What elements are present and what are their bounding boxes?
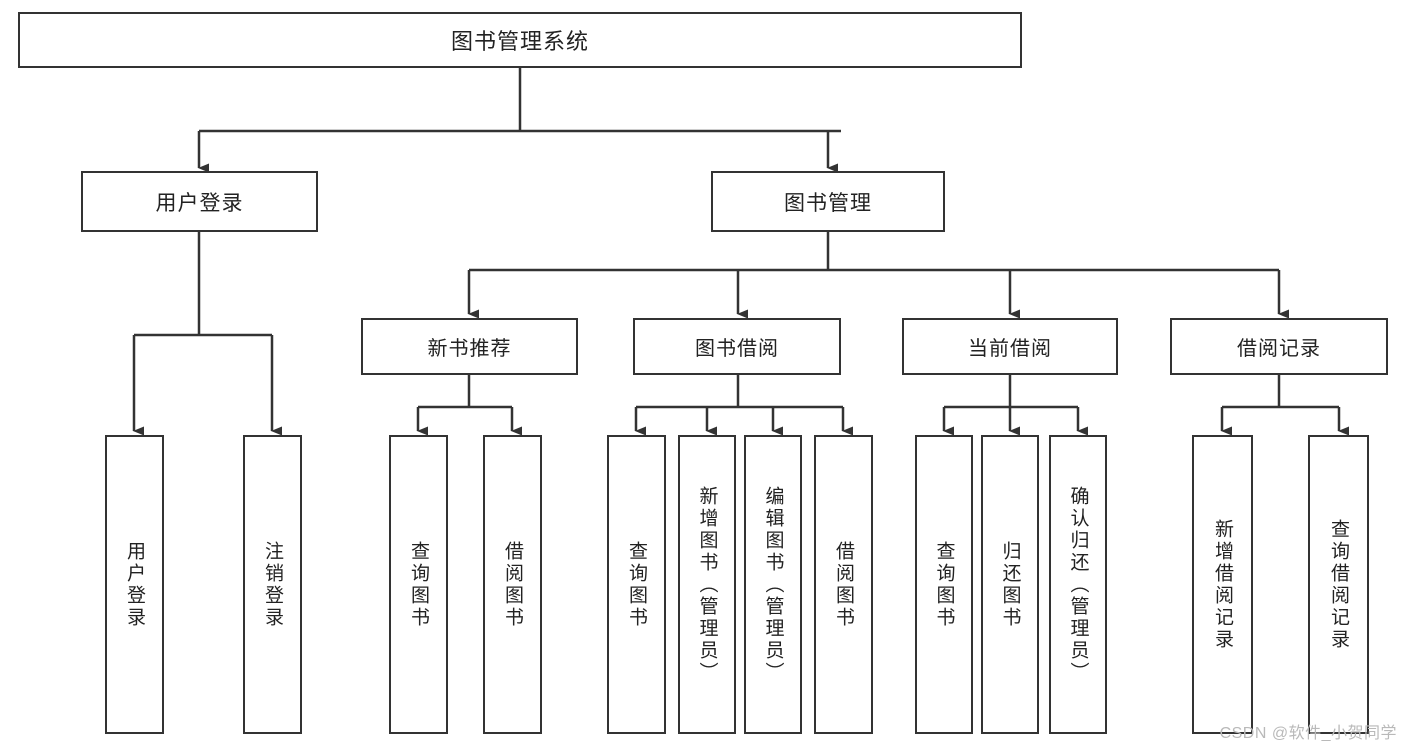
node-current-borrow[interactable]: 当前借阅 xyxy=(902,318,1118,375)
node-leaf-query-book-1[interactable]: 查询图书 xyxy=(389,435,448,734)
node-borrow-record[interactable]: 借阅记录 xyxy=(1170,318,1388,375)
node-borrow-record-label: 借阅记录 xyxy=(1237,338,1321,360)
watermark-text: CSDN @软件_小贺同学 xyxy=(1219,725,1397,742)
node-book-manage-label: 图书管理 xyxy=(784,191,872,215)
node-leaf-add-record-label: 新增借阅记录 xyxy=(1212,518,1233,651)
node-leaf-user-login-label: 用户登录 xyxy=(124,540,145,629)
node-leaf-confirm-return[interactable]: 确认归还（管理员） xyxy=(1049,435,1107,734)
node-leaf-query-record-label: 查询借阅记录 xyxy=(1328,518,1349,651)
node-new-book-recommend[interactable]: 新书推荐 xyxy=(361,318,578,375)
node-leaf-borrow-book-2-label: 借阅图书 xyxy=(833,540,854,629)
node-root-label: 图书管理系统 xyxy=(450,29,589,54)
node-leaf-borrow-book-1[interactable]: 借阅图书 xyxy=(483,435,542,734)
node-book-borrow-label: 图书借阅 xyxy=(695,338,779,360)
node-leaf-query-book-1-label: 查询图书 xyxy=(408,540,429,629)
node-leaf-add-book[interactable]: 新增图书（管理员） xyxy=(678,435,736,734)
node-user-login[interactable]: 用户登录 xyxy=(81,171,318,232)
node-leaf-query-record[interactable]: 查询借阅记录 xyxy=(1308,435,1369,734)
node-leaf-query-book-2[interactable]: 查询图书 xyxy=(607,435,666,734)
node-leaf-edit-book-label: 编辑图书（管理员） xyxy=(762,485,784,684)
node-leaf-add-book-label: 新增图书（管理员） xyxy=(696,485,718,684)
node-leaf-user-logout-label: 注销登录 xyxy=(262,540,283,629)
node-leaf-borrow-book-2[interactable]: 借阅图书 xyxy=(814,435,873,734)
node-new-book-recommend-label: 新书推荐 xyxy=(427,338,512,360)
node-leaf-add-record[interactable]: 新增借阅记录 xyxy=(1192,435,1253,734)
node-root[interactable]: 图书管理系统 xyxy=(18,12,1022,68)
node-leaf-user-logout[interactable]: 注销登录 xyxy=(243,435,302,734)
node-current-borrow-label: 当前借阅 xyxy=(968,338,1052,360)
node-leaf-borrow-book-1-label: 借阅图书 xyxy=(502,540,523,629)
node-leaf-edit-book[interactable]: 编辑图书（管理员） xyxy=(744,435,802,734)
node-leaf-confirm-return-label: 确认归还（管理员） xyxy=(1067,485,1089,684)
node-leaf-query-book-2-label: 查询图书 xyxy=(626,540,647,629)
node-book-borrow[interactable]: 图书借阅 xyxy=(633,318,841,375)
node-leaf-user-login[interactable]: 用户登录 xyxy=(105,435,164,734)
node-user-login-label: 用户登录 xyxy=(155,191,244,215)
node-leaf-return-book[interactable]: 归还图书 xyxy=(981,435,1039,734)
node-leaf-query-book-3[interactable]: 查询图书 xyxy=(915,435,973,734)
node-book-manage[interactable]: 图书管理 xyxy=(711,171,945,232)
node-leaf-query-book-3-label: 查询图书 xyxy=(933,540,955,629)
node-leaf-return-book-label: 归还图书 xyxy=(999,540,1021,629)
